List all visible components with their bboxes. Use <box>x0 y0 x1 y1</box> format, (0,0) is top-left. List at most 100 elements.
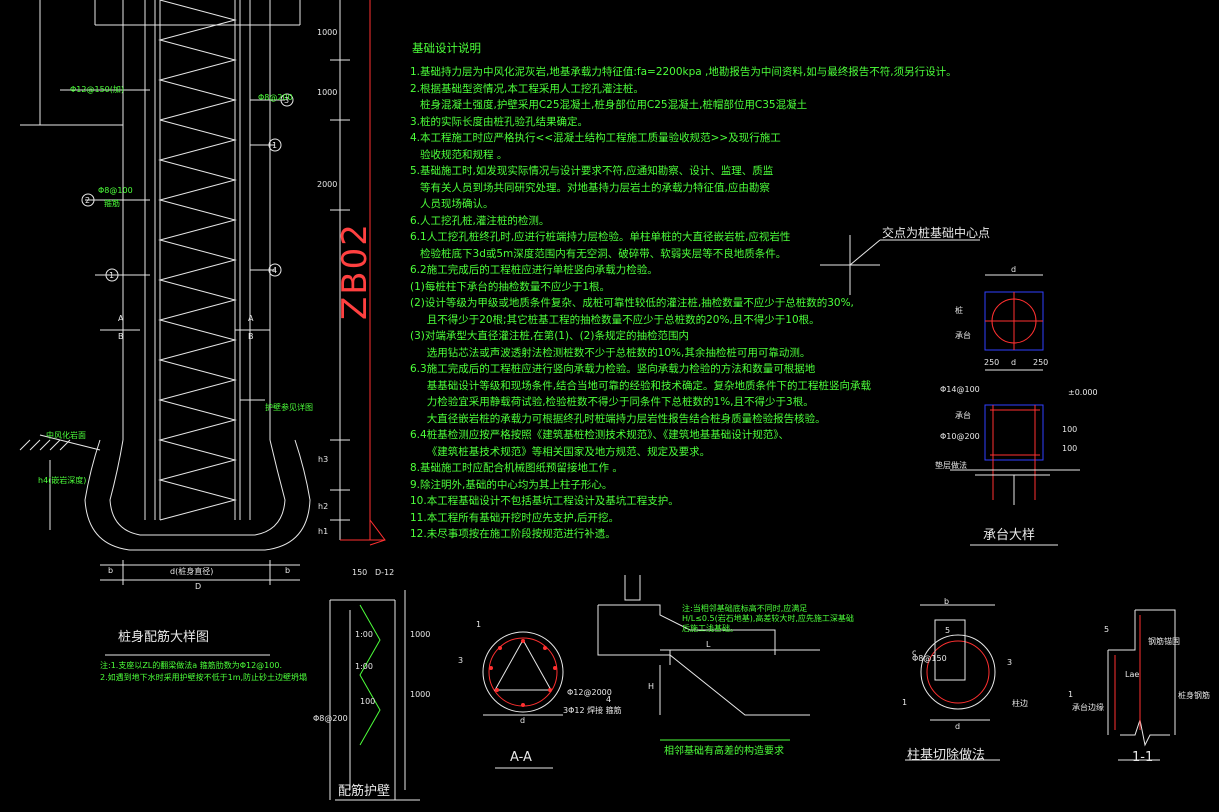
notes-line: 大直径嵌岩桩的承载力可根据终孔时桩端持力层岩性报告结合桩身质量检验报告核验。 <box>410 412 826 425</box>
section-a-left: A <box>118 314 124 323</box>
s11-m1: 1 <box>1068 690 1074 699</box>
b-right: b <box>285 566 291 575</box>
aa-note: 3Φ12 焊接 箍筋 <box>563 706 622 715</box>
cap-sub: 垫层做法 <box>935 461 967 470</box>
cut-m1: 1 <box>902 698 908 707</box>
cap-250-l: 250 <box>984 358 1000 367</box>
cap-100: 100 <box>1062 425 1078 434</box>
mark-3: 3 <box>284 96 290 105</box>
cut-title: 柱基切除做法 <box>907 748 986 763</box>
cut-b: b <box>944 597 950 606</box>
mark-4: 4 <box>272 266 278 275</box>
ground-label: 中风化岩面 <box>46 431 86 440</box>
notes-line: 力检验宜采用静载荷试验,检验桩数不得少于同条件下总桩数的1%,且不得少于3根。 <box>410 396 814 408</box>
s11-left: 承台边缘 <box>1072 703 1104 712</box>
s11-lae: Lae <box>1125 670 1140 679</box>
aa-m2: 3 <box>458 656 464 665</box>
notes-line: (3)对端承型大直径灌注桩,在第(1)、(2)条规定的抽检范围内 <box>410 330 689 342</box>
notes-line: 10.本工程基础设计不包括基坑工程设计及基坑工程支护。 <box>410 495 679 507</box>
notes-line: 3.桩的实际长度由桩孔验孔结果确定。 <box>410 115 589 128</box>
cap-elev: ±0.000 <box>1068 388 1098 397</box>
pile-mark: ZB02 <box>335 222 375 320</box>
stirrup-a: Φ12@150(加) <box>70 85 124 94</box>
notes-line: 11.本工程所有基础开挖时应先支护,后开挖。 <box>410 511 620 524</box>
aa-title: A-A <box>510 750 532 765</box>
cap-title: 承台大样 <box>983 528 1036 543</box>
slope-H: H <box>648 682 655 691</box>
notes-line: 5.基础施工时,如发现实际情况与设计要求不符,应通知勘察、设计、监理、质监 <box>410 165 774 177</box>
notes-line: 12.未尽事项按在施工阶段按规范进行补遗。 <box>410 528 616 540</box>
cut-c: c <box>912 648 917 657</box>
dim-1000-b: 1000 <box>317 88 338 97</box>
mark-1b: 1 <box>109 271 115 280</box>
cap-cap: 承台 <box>955 331 971 340</box>
h1: h1 <box>318 527 329 536</box>
protect-label: 护壁参见详图 <box>265 403 313 412</box>
cut-rebar: Φ8@150 <box>912 654 947 663</box>
section-a-right: A <box>248 314 254 323</box>
wall-r2: 1:00 <box>355 662 373 671</box>
notes-line: (2)设计等级为甲级或地质条件复杂、成桩可靠性较低的灌注桩,抽检数量不应少于总桩… <box>410 297 854 309</box>
b-left: b <box>108 566 114 575</box>
notes-line: 8.基础施工时应配合机械图纸预留接地工作 。 <box>410 462 623 474</box>
notes-line: 6.2施工完成后的工程桩应进行单桩竖向承载力检验。 <box>410 264 658 276</box>
notes-line: 2.根据基础型资情况,本工程采用人工挖孔灌注桩。 <box>410 82 644 95</box>
notes-line: 人员现场确认。 <box>410 198 494 210</box>
s11-top: 钢筋锚固 <box>1148 637 1180 646</box>
cap-pile: 桩 <box>955 306 963 315</box>
s11-title: 1-1 <box>1132 750 1154 765</box>
slope-L: L <box>706 640 711 649</box>
aa-ring: Φ12@2000 <box>567 688 612 697</box>
aa-ring-tag: 4 <box>606 695 612 704</box>
notes-line: 6.1人工挖孔桩终孔时,应进行桩端持力层检验。单柱单桩的大直径嵌岩桩,应视岩性 <box>410 231 791 243</box>
notes-line: 6.4桩基检测应按严格按照《建筑基桩检测技术规范》、《建筑地基基础设计规范》、 <box>410 429 789 441</box>
mark-1: 1 <box>272 141 278 150</box>
notes-line: 1.基础持力层为中风化泥灰岩,地基承载力特征值:fa=2200kpa ,地勘报告… <box>410 66 957 78</box>
notes-line: 等有关人员到场共同研究处理。对地基持力层岩土的承载力特征值,应由勘察 <box>410 181 770 194</box>
notes-heading: 基础设计说明 <box>412 41 481 55</box>
notes-line: 6.人工挖孔桩,灌注桩的检测。 <box>410 214 550 227</box>
cap-rebar-a: Φ14@100 <box>940 385 980 394</box>
aa-d: d <box>520 716 526 725</box>
notes-line: 验收规范和规程 。 <box>410 148 508 161</box>
pile-detail-title: 桩身配筋大样图 <box>118 630 210 645</box>
wall-1000a: 1000 <box>410 630 431 639</box>
wall-phi: Φ8@200 <box>313 714 348 723</box>
slope-title: 相邻基础有高差的构造要求 <box>664 746 784 757</box>
wall-D: D-12 <box>375 568 395 577</box>
h3: h3 <box>318 455 329 464</box>
notes-line: 基基础设计等级和现场条件,结合当地可靠的经验和技术确定。复杂地质条件下的工程桩竖… <box>410 379 872 392</box>
cut-d: d <box>955 722 961 731</box>
cap-d-mid: d <box>1011 358 1017 367</box>
cap-250-r: 250 <box>1033 358 1049 367</box>
s11-m5: 5 <box>1104 625 1110 634</box>
pile-footnote-1: 注:1.支座以ZL的翻梁做法a 箍筋肋数为Φ12@100. <box>100 661 282 670</box>
notes-line: 桩身混凝土强度,护壁采用C25混凝土,桩身部位用C25混凝土,桩帽部位用C35混… <box>410 99 808 111</box>
slope-note3: 后施工浅基础。 <box>682 624 738 633</box>
cut-side: 柱边 <box>1012 699 1028 708</box>
cap-rebar-b: Φ10@200 <box>940 432 980 441</box>
cap-cap2: 承台 <box>955 411 971 420</box>
cut-m3: 3 <box>1007 658 1013 667</box>
wall-150: 150 <box>352 568 368 577</box>
cap-note: 交点为桩基础中心点 <box>882 226 991 240</box>
wall-r1: 1:00 <box>355 630 373 639</box>
notes-line: 9.除注明外,基础的中心均为其上柱子形心。 <box>410 478 613 491</box>
notes-line: 《建筑桩基技术规范》等相关国家及地方规范、规定及要求。 <box>410 445 711 458</box>
stirrup-b: Φ8@200 <box>258 93 293 102</box>
stirrup-c: Φ8@100 <box>98 186 133 195</box>
ring-label: 箍筋 <box>104 199 120 208</box>
D-label: D <box>195 582 202 591</box>
notes-line: (1)每桩柱下承台的抽检数量不应少于1根。 <box>410 280 611 293</box>
notes-line: 且不得少于20根;其它桩基工程的抽检数量不应少于总桩数的20%,且不得少于10根… <box>410 313 820 326</box>
cap-d-top: d <box>1011 265 1017 274</box>
pile-footnote-2: 2.如遇到地下水时采用护壁按不低于1m,防止砂土边壁坍塌 <box>100 673 308 682</box>
wall-title: 配筋护壁 <box>338 784 391 799</box>
dim-2000: 2000 <box>317 180 338 189</box>
slope-note1: 注:当相邻基础底标高不同时,应满足 <box>682 604 808 613</box>
h2: h2 <box>318 502 329 511</box>
slope-note2: H/L≤0.5(岩石地基),高差较大时,应先施工深基础 <box>682 614 854 623</box>
wall-100: 100 <box>360 697 376 706</box>
dim-1000-a: 1000 <box>317 28 338 37</box>
